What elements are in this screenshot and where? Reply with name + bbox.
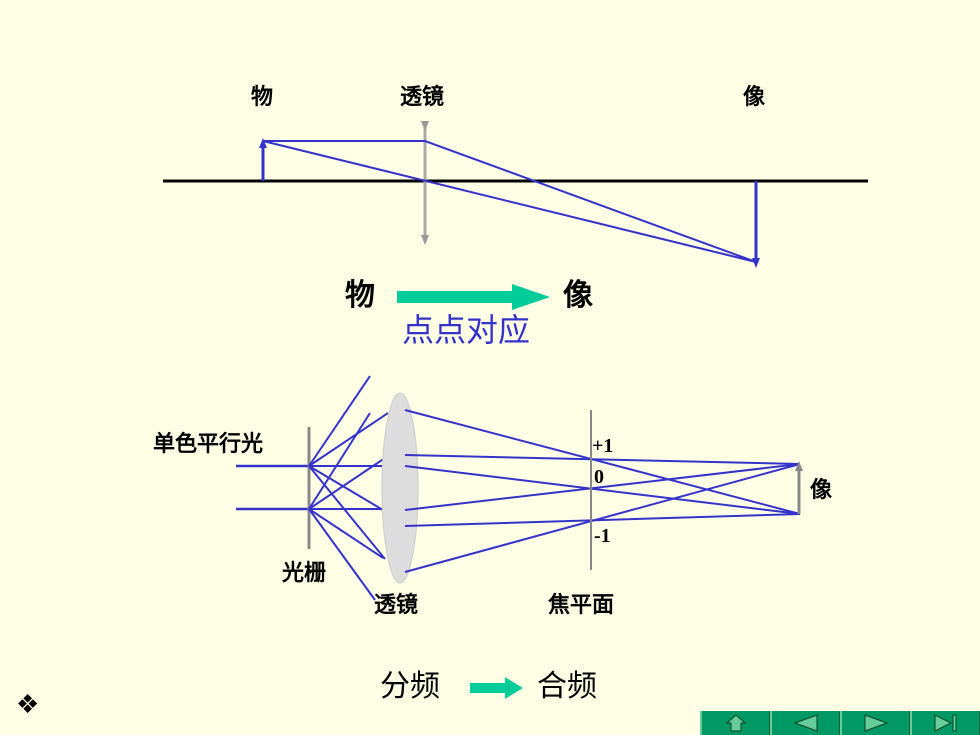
caption-split-label: 分频 (380, 669, 440, 704)
focal-plane-label: 焦平面 (548, 592, 615, 618)
home-button[interactable] (700, 711, 770, 735)
top-lens-label: 透镜 (400, 84, 445, 110)
converging-rays (404, 409, 801, 573)
caption-merge-label: 合频 (537, 669, 597, 704)
mapping-from-label: 物 (345, 278, 375, 313)
chief-ray (262, 140, 757, 263)
order-zero: 0 (594, 466, 604, 488)
slide-navigation (700, 711, 980, 735)
next-button[interactable] (840, 711, 910, 735)
previous-button[interactable] (770, 711, 840, 735)
mapping-arrow (397, 284, 550, 310)
triangle-left-icon (793, 714, 817, 732)
grating-label: 光栅 (282, 560, 327, 586)
top-object-label: 物 (251, 84, 274, 110)
light-label: 单色平行光 (153, 431, 264, 457)
mapping-to-label: 像 (563, 278, 593, 313)
order-plus-one: +1 (592, 435, 614, 457)
triangle-right-icon (864, 714, 888, 732)
skip-end-icon (934, 714, 956, 732)
convex-lens (381, 392, 419, 584)
bottom-lens-label: 透镜 (374, 592, 419, 618)
parallel-ray (263, 140, 757, 263)
end-button[interactable] (910, 711, 980, 735)
frequency-arrow (470, 677, 523, 699)
home-icon (725, 714, 746, 732)
mapping-caption: 点点对应 (402, 311, 531, 349)
bottom-image-label: 像 (810, 477, 833, 503)
order-minus-one: -1 (594, 525, 611, 547)
diffracted-rays (308, 375, 389, 601)
bullet-icon: ❖ (16, 690, 40, 720)
top-image-label: 像 (743, 84, 766, 110)
